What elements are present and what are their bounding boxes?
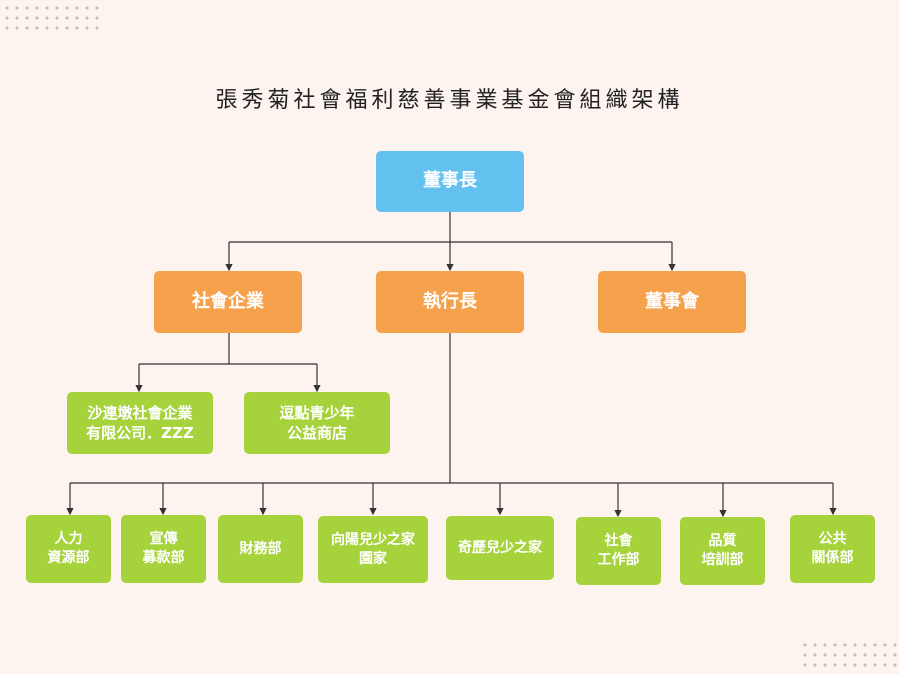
node-pr-fundraising: 宣傳 募款部	[121, 515, 206, 583]
node-hr: 人力 資源部	[26, 515, 111, 583]
node-public-relations: 公共 關係部	[790, 515, 875, 583]
node-chairman: 董事長	[376, 151, 524, 212]
node-board: 董事會	[598, 271, 746, 333]
node-finance: 財務部	[218, 515, 303, 583]
node-xiangyang: 向陽兒少之家 園家	[318, 516, 428, 583]
node-qili: 奇歷兒少之家	[446, 516, 554, 580]
node-ceo: 執行長	[376, 271, 524, 333]
node-sha-lian-dun: 沙連墩社會企業 有限公司．ZZZ	[67, 392, 213, 454]
node-dou-dian: 逗點青少年 公益商店	[244, 392, 390, 454]
decorative-dots-bottom-right	[800, 640, 899, 670]
node-social-enterprise: 社會企業	[154, 271, 302, 333]
decorative-dots-top-left	[2, 3, 102, 33]
chart-title: 張秀菊社會福利慈善事業基金會組織架構	[215, 88, 684, 113]
node-social-work: 社會 工作部	[576, 517, 661, 585]
node-quality-training: 品質 培訓部	[680, 517, 765, 585]
